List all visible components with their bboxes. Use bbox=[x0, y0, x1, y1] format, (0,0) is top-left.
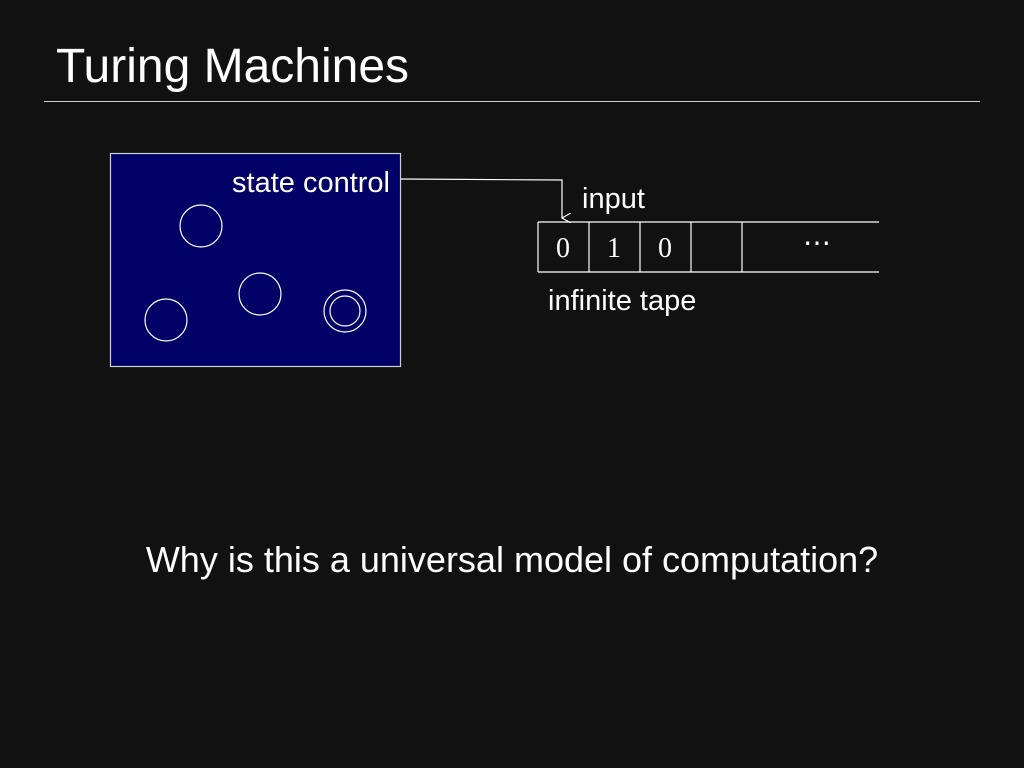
slide-title: Turing Machines bbox=[56, 40, 410, 93]
tape-cell-symbol: 0 bbox=[556, 233, 570, 264]
state-circle bbox=[238, 272, 282, 316]
tape-ellipsis: ⋯ bbox=[803, 228, 831, 259]
input-label: input bbox=[582, 183, 645, 215]
infinite-tape: 0 1 0 ⋯ bbox=[537, 221, 879, 273]
tape-cell-symbol: 0 bbox=[658, 233, 672, 264]
state-control-label: state control bbox=[232, 167, 390, 199]
tape-head-arrow bbox=[400, 178, 562, 218]
accept-state bbox=[323, 289, 367, 333]
state-circle bbox=[179, 204, 223, 248]
discussion-question: Why is this a universal model of computa… bbox=[145, 539, 879, 580]
title-divider bbox=[44, 101, 980, 102]
accept-state-inner-circle bbox=[329, 295, 361, 327]
accept-state-outer-circle bbox=[323, 289, 367, 333]
tape-cell-symbol: 1 bbox=[607, 233, 621, 264]
state-circle bbox=[144, 298, 188, 342]
infinite-tape-label: infinite tape bbox=[548, 285, 696, 317]
